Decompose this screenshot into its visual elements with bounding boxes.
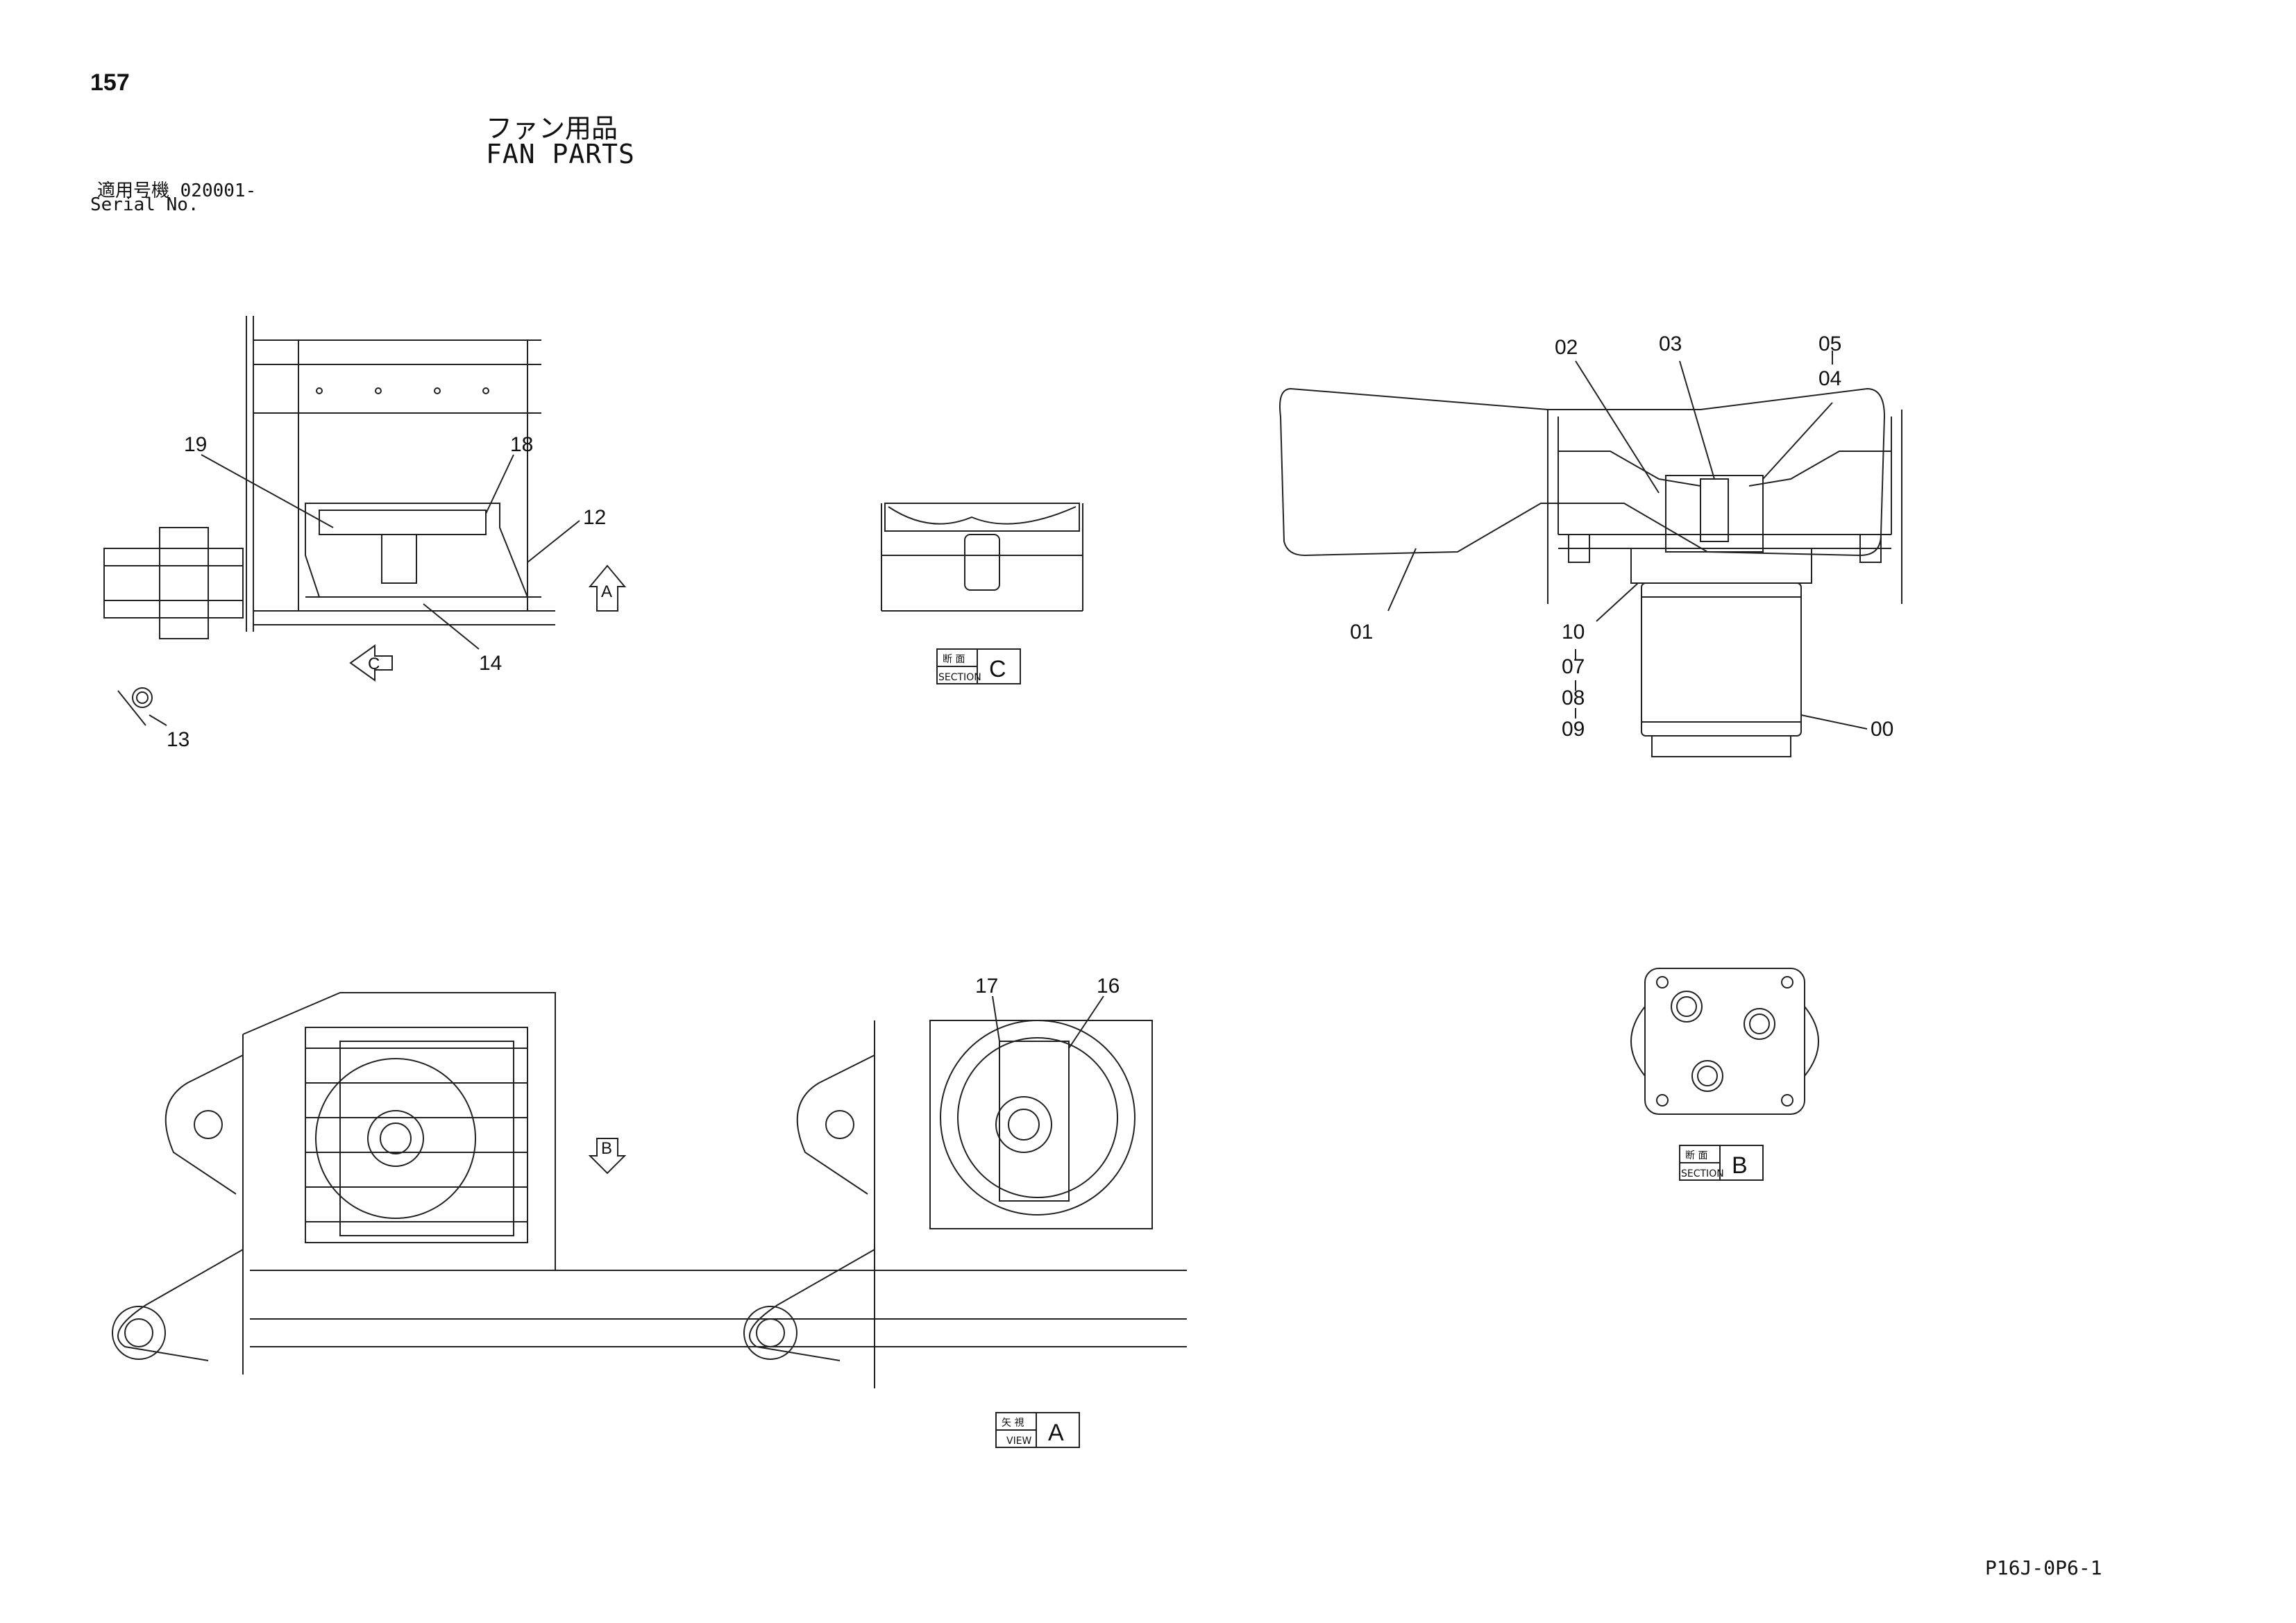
callout-13: 13	[167, 728, 189, 751]
callout-08: 08	[1562, 687, 1585, 709]
page-number: 157	[90, 69, 130, 96]
section-c-letter: C	[989, 656, 1006, 682]
callout-07: 07	[1562, 655, 1585, 678]
callout-12: 12	[583, 506, 606, 529]
serial-label-japanese: 適用号機 020001-	[97, 180, 257, 201]
callout-01: 01	[1350, 621, 1373, 644]
callout-10: 10	[1562, 621, 1585, 644]
section-c-drawing	[881, 503, 1083, 684]
serial-label-english: Serial No.	[90, 194, 199, 215]
callout-16: 16	[1097, 975, 1120, 998]
document-id: P16J-0P6-1	[1985, 1556, 2102, 1579]
callout-02: 02	[1555, 336, 1578, 359]
section-b-jp: 断 面	[1685, 1150, 1707, 1161]
arrow-c-letter: C	[368, 655, 380, 673]
section-b-en: SECTION	[1681, 1168, 1724, 1179]
callout-09: 09	[1562, 718, 1585, 741]
section-c-jp: 断 面	[943, 654, 965, 665]
section-b-drawing	[1630, 968, 1819, 1181]
callout-00: 00	[1871, 718, 1893, 741]
callout-04: 04	[1818, 367, 1841, 390]
title-english: FAN PARTS	[486, 139, 635, 169]
callout-19: 19	[184, 433, 207, 456]
callout-05: 05	[1818, 333, 1841, 355]
view-a-drawing	[743, 995, 1153, 1448]
callout-03: 03	[1659, 333, 1682, 355]
callout-17: 17	[975, 975, 998, 998]
view-a-en: VIEW	[1006, 1436, 1032, 1447]
view-a-letter: A	[1048, 1420, 1064, 1446]
callout-18: 18	[510, 433, 533, 456]
section-c-en: SECTION	[938, 672, 981, 683]
arrow-b-letter: B	[601, 1139, 612, 1158]
section-b-letter: B	[1732, 1152, 1748, 1179]
radiator-front-drawing	[112, 992, 1187, 1374]
title-japanese: ファン用品	[486, 113, 618, 144]
fan-motor-drawing	[1279, 351, 1902, 757]
view-a-jp: 矢 視	[1002, 1418, 1024, 1429]
callout-14: 14	[479, 652, 502, 675]
arrow-a-letter: A	[601, 582, 612, 601]
side-view-drawing	[103, 316, 627, 726]
